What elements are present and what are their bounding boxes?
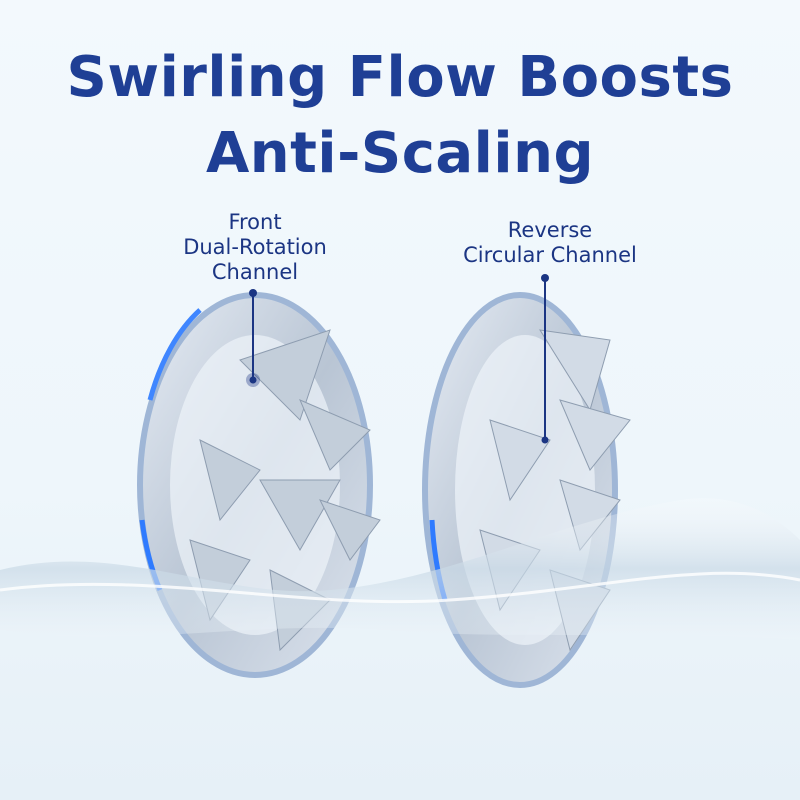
callout-reverse-label: Reverse Circular Channel xyxy=(430,218,670,268)
callout-reverse-line-1: Reverse xyxy=(507,218,593,242)
callout-front-line-3: Channel xyxy=(211,260,299,284)
callout-front-line-2: Dual-Rotation xyxy=(183,235,327,259)
headline-line-2: Anti-Scaling xyxy=(205,121,595,186)
headline-line-1: Swirling Flow Boosts xyxy=(66,45,734,110)
callout-front-label: Front Dual-Rotation Channel xyxy=(150,210,360,285)
callout-right-pointer xyxy=(541,274,549,444)
water-splash xyxy=(0,498,800,640)
callout-reverse-line-2: Circular Channel xyxy=(463,243,637,267)
callout-front-line-1: Front xyxy=(228,210,282,234)
callout-left-pointer xyxy=(246,289,260,387)
